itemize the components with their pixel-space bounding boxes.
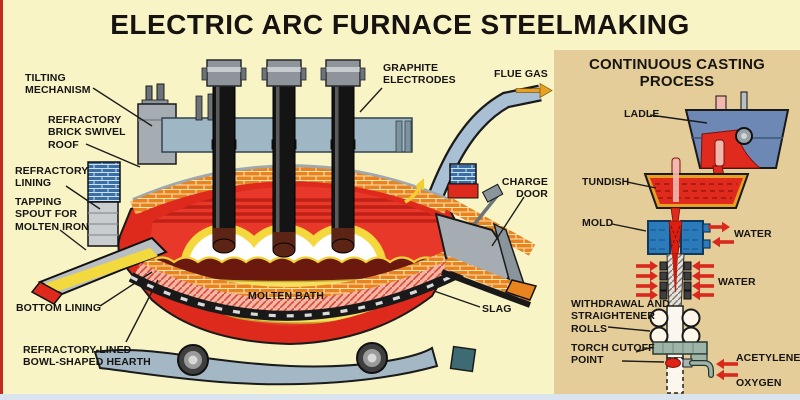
label-refractory-lining: REFRACTORY LINING [15,165,89,190]
support-wheel [177,344,209,376]
electrode [261,59,307,258]
hearth-brick-lining [140,249,456,303]
molten-iron-stream [44,248,158,292]
label-charge-door: CHARGE DOOR [501,176,548,201]
withdrawal-straightener-rolls [649,308,701,346]
label-tilting-mechanism: TILTING MECHANISM [25,72,91,97]
label-bowl-hearth: REFRACTORY-LINED BOWL-SHAPED HEARTH [23,344,151,369]
label-ladle: LADLE [624,108,660,120]
casting-panel-title: CONTINUOUS CASTING PROCESS [588,56,766,91]
flue-gas-duct [424,84,542,209]
spray-nozzles [659,261,692,300]
graphite-electrodes [201,59,366,258]
label-slag: SLAG [482,303,512,315]
label-bottom-lining: BOTTOM LINING [16,302,102,314]
ladle-stopper [714,139,725,167]
ladle-nozzle [715,95,727,112]
tundish-stream [670,207,681,223]
support-wheel [356,342,388,374]
hearth-outer-shell [128,265,468,321]
label-torch-cutoff: TORCH CUTOFF POINT [571,342,655,367]
label-molten-bath: MOLTEN BATH [248,290,324,302]
left-edge-strip [0,0,3,394]
label-refractory-brick-swivel-roof: REFRACTORY BRICK SWIVEL ROOF [48,114,126,151]
leader-lines [59,87,708,363]
continuous-casting-process [636,91,790,394]
bottom-strip [0,394,800,400]
electrode [320,59,366,254]
label-acetylene: ACETYLENE [736,352,800,364]
label-flue-gas: FLUE GAS [494,68,548,80]
charge-door-assembly [434,163,538,308]
flue-gas-arrow-icon [515,82,553,99]
tapping-spout-assembly [30,161,168,305]
label-oxygen: OXYGEN [736,377,782,389]
electrode [201,59,247,254]
slag-spout [504,279,538,301]
label-mold: MOLD [582,217,614,229]
label-water-mold: WATER [734,228,772,240]
label-tapping-spout: TAPPING SPOUT FOR MOLTEN IRON [15,196,89,233]
label-tundish: TUNDISH [582,176,630,188]
slag-crest-line [150,256,439,264]
spout-lip [30,281,64,305]
torch-cutoff-assembly [652,341,714,378]
tundish [643,157,750,223]
flue-inlet-arrow-icon [404,178,424,204]
mold [647,220,711,255]
tilting-mechanism [137,83,177,165]
page-title: ELECTRIC ARC FURNACE STEELMAKING [110,9,690,40]
electric-arc-furnace [30,59,553,386]
base-block [449,345,477,373]
label-withdrawal-rolls: WITHDRAWAL AND STRAIGHTENER ROLLS [571,298,670,335]
hearth-refractory-lining [133,256,463,315]
water-spray-zone [636,260,714,301]
label-water-spray: WATER [718,276,756,288]
label-graphite-electrodes: GRAPHITE ELECTRODES [383,62,456,87]
torch-flame [665,358,681,368]
